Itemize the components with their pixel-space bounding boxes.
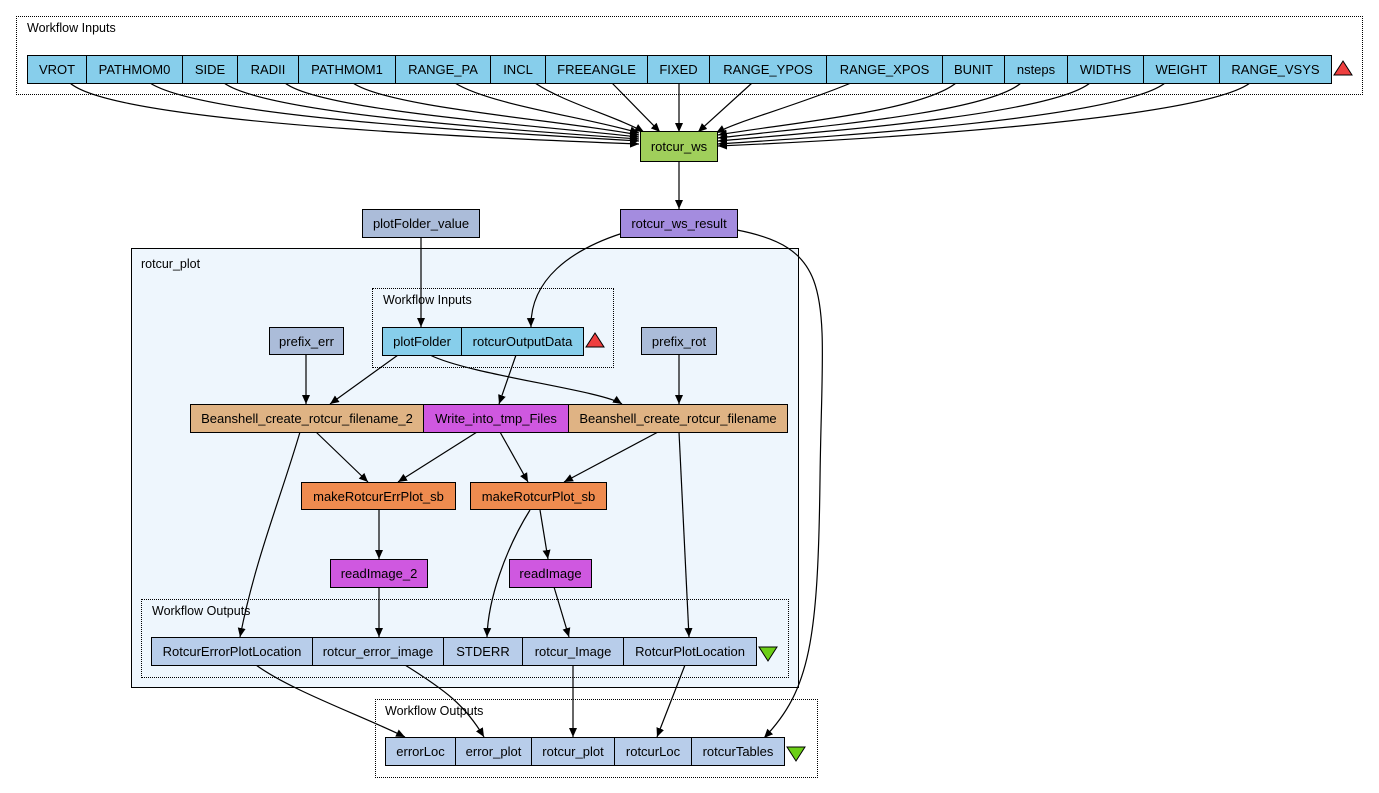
edge-plotfolder-b1 bbox=[429, 354, 623, 405]
edge-side bbox=[223, 82, 640, 143]
edge-range-ypos bbox=[697, 82, 753, 133]
edge-outputdata-write bbox=[498, 354, 517, 405]
edge-bunit bbox=[717, 82, 957, 138]
input-port-range-pa[interactable]: RANGE_PA bbox=[395, 55, 491, 84]
red-up-triangle-icon bbox=[1333, 60, 1353, 76]
sub-output-stderr[interactable]: STDERR bbox=[443, 637, 523, 666]
bottom-outputs-cluster: Workflow Outputs bbox=[375, 699, 818, 778]
input-port-fixed[interactable]: FIXED bbox=[647, 55, 710, 84]
rotcur-plot-title: rotcur_plot bbox=[141, 257, 201, 271]
edge-widths bbox=[717, 82, 1091, 145]
rotcur-ws-result-node[interactable]: rotcur_ws_result bbox=[620, 209, 738, 238]
edge-to-rotcurloc bbox=[656, 664, 686, 738]
prefix-rot-node[interactable]: prefix_rot bbox=[641, 327, 717, 355]
edge-result-outputdata bbox=[526, 232, 624, 328]
make-rotcur-plot-node[interactable]: makeRotcurPlot_sb bbox=[470, 482, 607, 510]
make-rotcur-errplot-node[interactable]: makeRotcurErrPlot_sb bbox=[301, 482, 456, 510]
sub-outputs-cluster: Workflow Outputs bbox=[141, 599, 789, 678]
beanshell-filename-node[interactable]: Beanshell_create_rotcur_filename bbox=[568, 404, 788, 433]
edge-range-vsys bbox=[717, 82, 1251, 150]
sub-output-rotcur-error-image[interactable]: rotcur_error_image bbox=[312, 637, 444, 666]
edge-pathmom0 bbox=[149, 82, 640, 145]
top-inputs-title: Workflow Inputs bbox=[27, 21, 116, 35]
edge-plot-stderr bbox=[483, 509, 531, 638]
sub-output-rotcur-image[interactable]: rotcur_Image bbox=[522, 637, 624, 666]
plot-folder-value-node[interactable]: plotFolder_value bbox=[362, 209, 480, 238]
input-port-nsteps[interactable]: nsteps bbox=[1004, 55, 1068, 84]
input-port-radii[interactable]: RADII bbox=[237, 55, 299, 84]
edge-pathmom1 bbox=[352, 82, 640, 138]
write-into-tmp-files-node[interactable]: Write_into_tmp_Files bbox=[423, 404, 569, 433]
edge-b2-errplot bbox=[315, 431, 369, 483]
sub-inputs-title: Workflow Inputs bbox=[383, 293, 472, 307]
edge-range-pa bbox=[454, 82, 640, 135]
sub-inputs-cluster: Workflow Inputs bbox=[372, 288, 614, 368]
input-port-range-xpos[interactable]: RANGE_XPOS bbox=[826, 55, 943, 84]
green-down-triangle-icon bbox=[758, 646, 778, 662]
sub-output-rotcur-plot-location[interactable]: RotcurPlotLocation bbox=[623, 637, 757, 666]
output-port-rotcurtables[interactable]: rotcurTables bbox=[691, 737, 785, 766]
edge-weight bbox=[717, 82, 1166, 148]
rotcur-ws-service[interactable]: rotcur_ws bbox=[640, 131, 718, 162]
edge-b1-plot bbox=[563, 431, 659, 483]
edge-result-tables bbox=[736, 229, 824, 739]
edge-readimg-img bbox=[553, 586, 571, 638]
output-port-rotcurloc[interactable]: rotcurLoc bbox=[614, 737, 692, 766]
input-port-bunit[interactable]: BUNIT bbox=[942, 55, 1005, 84]
input-port-pathmom0[interactable]: PATHMOM0 bbox=[86, 55, 183, 84]
red-up-triangle-icon bbox=[585, 332, 605, 348]
edge-write-plot bbox=[499, 431, 529, 483]
output-port-error-plot[interactable]: error_plot bbox=[455, 737, 532, 766]
input-port-side[interactable]: SIDE bbox=[182, 55, 238, 84]
edge-vrot bbox=[69, 82, 640, 148]
input-port-incl[interactable]: INCL bbox=[490, 55, 546, 84]
sub-input-plotfolder[interactable]: plotFolder bbox=[382, 327, 462, 356]
edge-b1-plotloc bbox=[678, 431, 693, 638]
sub-input-rotcuroutputdata[interactable]: rotcurOutputData bbox=[461, 327, 584, 356]
edge-nsteps bbox=[717, 82, 1022, 141]
edge-plotfolder-b2 bbox=[329, 354, 399, 405]
prefix-err-node[interactable]: prefix_err bbox=[269, 327, 344, 355]
read-image-2-node[interactable]: readImage_2 bbox=[330, 559, 428, 588]
input-port-range-ypos[interactable]: RANGE_YPOS bbox=[709, 55, 827, 84]
output-port-errorloc[interactable]: errorLoc bbox=[385, 737, 456, 766]
edge-plot-readimg bbox=[539, 509, 551, 560]
input-port-weight[interactable]: WEIGHT bbox=[1143, 55, 1220, 84]
sub-outputs-title: Workflow Outputs bbox=[152, 604, 251, 618]
input-port-widths[interactable]: WIDTHS bbox=[1067, 55, 1144, 84]
edge-write-errplot bbox=[397, 431, 478, 483]
top-inputs-cluster: Workflow Inputs bbox=[16, 16, 1363, 95]
edge-radii bbox=[284, 82, 640, 140]
edge-to-errorloc bbox=[255, 664, 406, 738]
input-port-pathmom1[interactable]: PATHMOM1 bbox=[298, 55, 396, 84]
edge-b2-errloc bbox=[237, 431, 301, 638]
read-image-node[interactable]: readImage bbox=[509, 559, 592, 588]
green-down-triangle-icon bbox=[786, 746, 806, 762]
edge-incl bbox=[534, 82, 645, 133]
edge-freeangle bbox=[611, 82, 661, 133]
input-port-freeangle[interactable]: FREEANGLE bbox=[545, 55, 648, 84]
bottom-outputs-title: Workflow Outputs bbox=[385, 704, 484, 718]
beanshell-filename-2-node[interactable]: Beanshell_create_rotcur_filename_2 bbox=[190, 404, 424, 433]
input-port-vrot[interactable]: VROT bbox=[27, 55, 87, 84]
output-port-rotcur-plot[interactable]: rotcur_plot bbox=[531, 737, 615, 766]
edge-to-error-plot bbox=[404, 664, 485, 738]
sub-output-rotcur-error-plot-location[interactable]: RotcurErrorPlotLocation bbox=[151, 637, 313, 666]
input-port-range-vsys[interactable]: RANGE_VSYS bbox=[1219, 55, 1332, 84]
edge-range-xpos bbox=[715, 82, 852, 134]
